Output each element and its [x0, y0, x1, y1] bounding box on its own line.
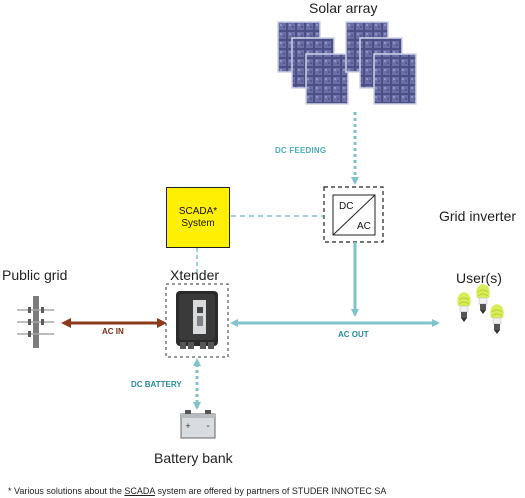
dc-feeding-label: DC FEEDING: [275, 146, 327, 155]
ac-out-label: AC OUT: [338, 330, 369, 339]
converter-dc-label: DC: [339, 201, 354, 212]
public-grid-label: Public grid: [2, 267, 68, 283]
xtender-device: [165, 283, 229, 358]
scada-subtitle: System: [181, 217, 215, 229]
grid-inverter-label: Grid inverter: [439, 208, 517, 224]
public-grid-pole-icon: [17, 296, 54, 348]
dc-battery-label: DC BATTERY: [131, 380, 182, 389]
battery-bank-label: Battery bank: [154, 450, 233, 466]
battery-icon: + -: [180, 410, 216, 439]
users-bulbs-icon: [457, 284, 504, 334]
scada-footnote: * Various solutions about the SCADA syst…: [8, 486, 386, 496]
converter-ac-label: AC: [357, 221, 371, 232]
footnote-suffix: system are offered by partners of STUDER…: [154, 486, 387, 496]
solar-array-label: Solar array: [309, 0, 378, 16]
scada-system-box: SCADA* System: [166, 187, 230, 248]
ac-in-label: AC IN: [102, 327, 124, 336]
battery-plus-sign: +: [185, 421, 190, 431]
scada-title: SCADA*: [178, 205, 218, 217]
footnote-scada: SCADA: [124, 486, 155, 496]
battery-minus-sign: -: [206, 421, 209, 432]
footnote-prefix: * Various solutions about the: [8, 486, 125, 496]
users-label: User(s): [456, 270, 502, 286]
grid-inverter-box: [323, 186, 384, 243]
xtender-label: Xtender: [170, 267, 220, 283]
solar-array-icon: [277, 21, 417, 105]
